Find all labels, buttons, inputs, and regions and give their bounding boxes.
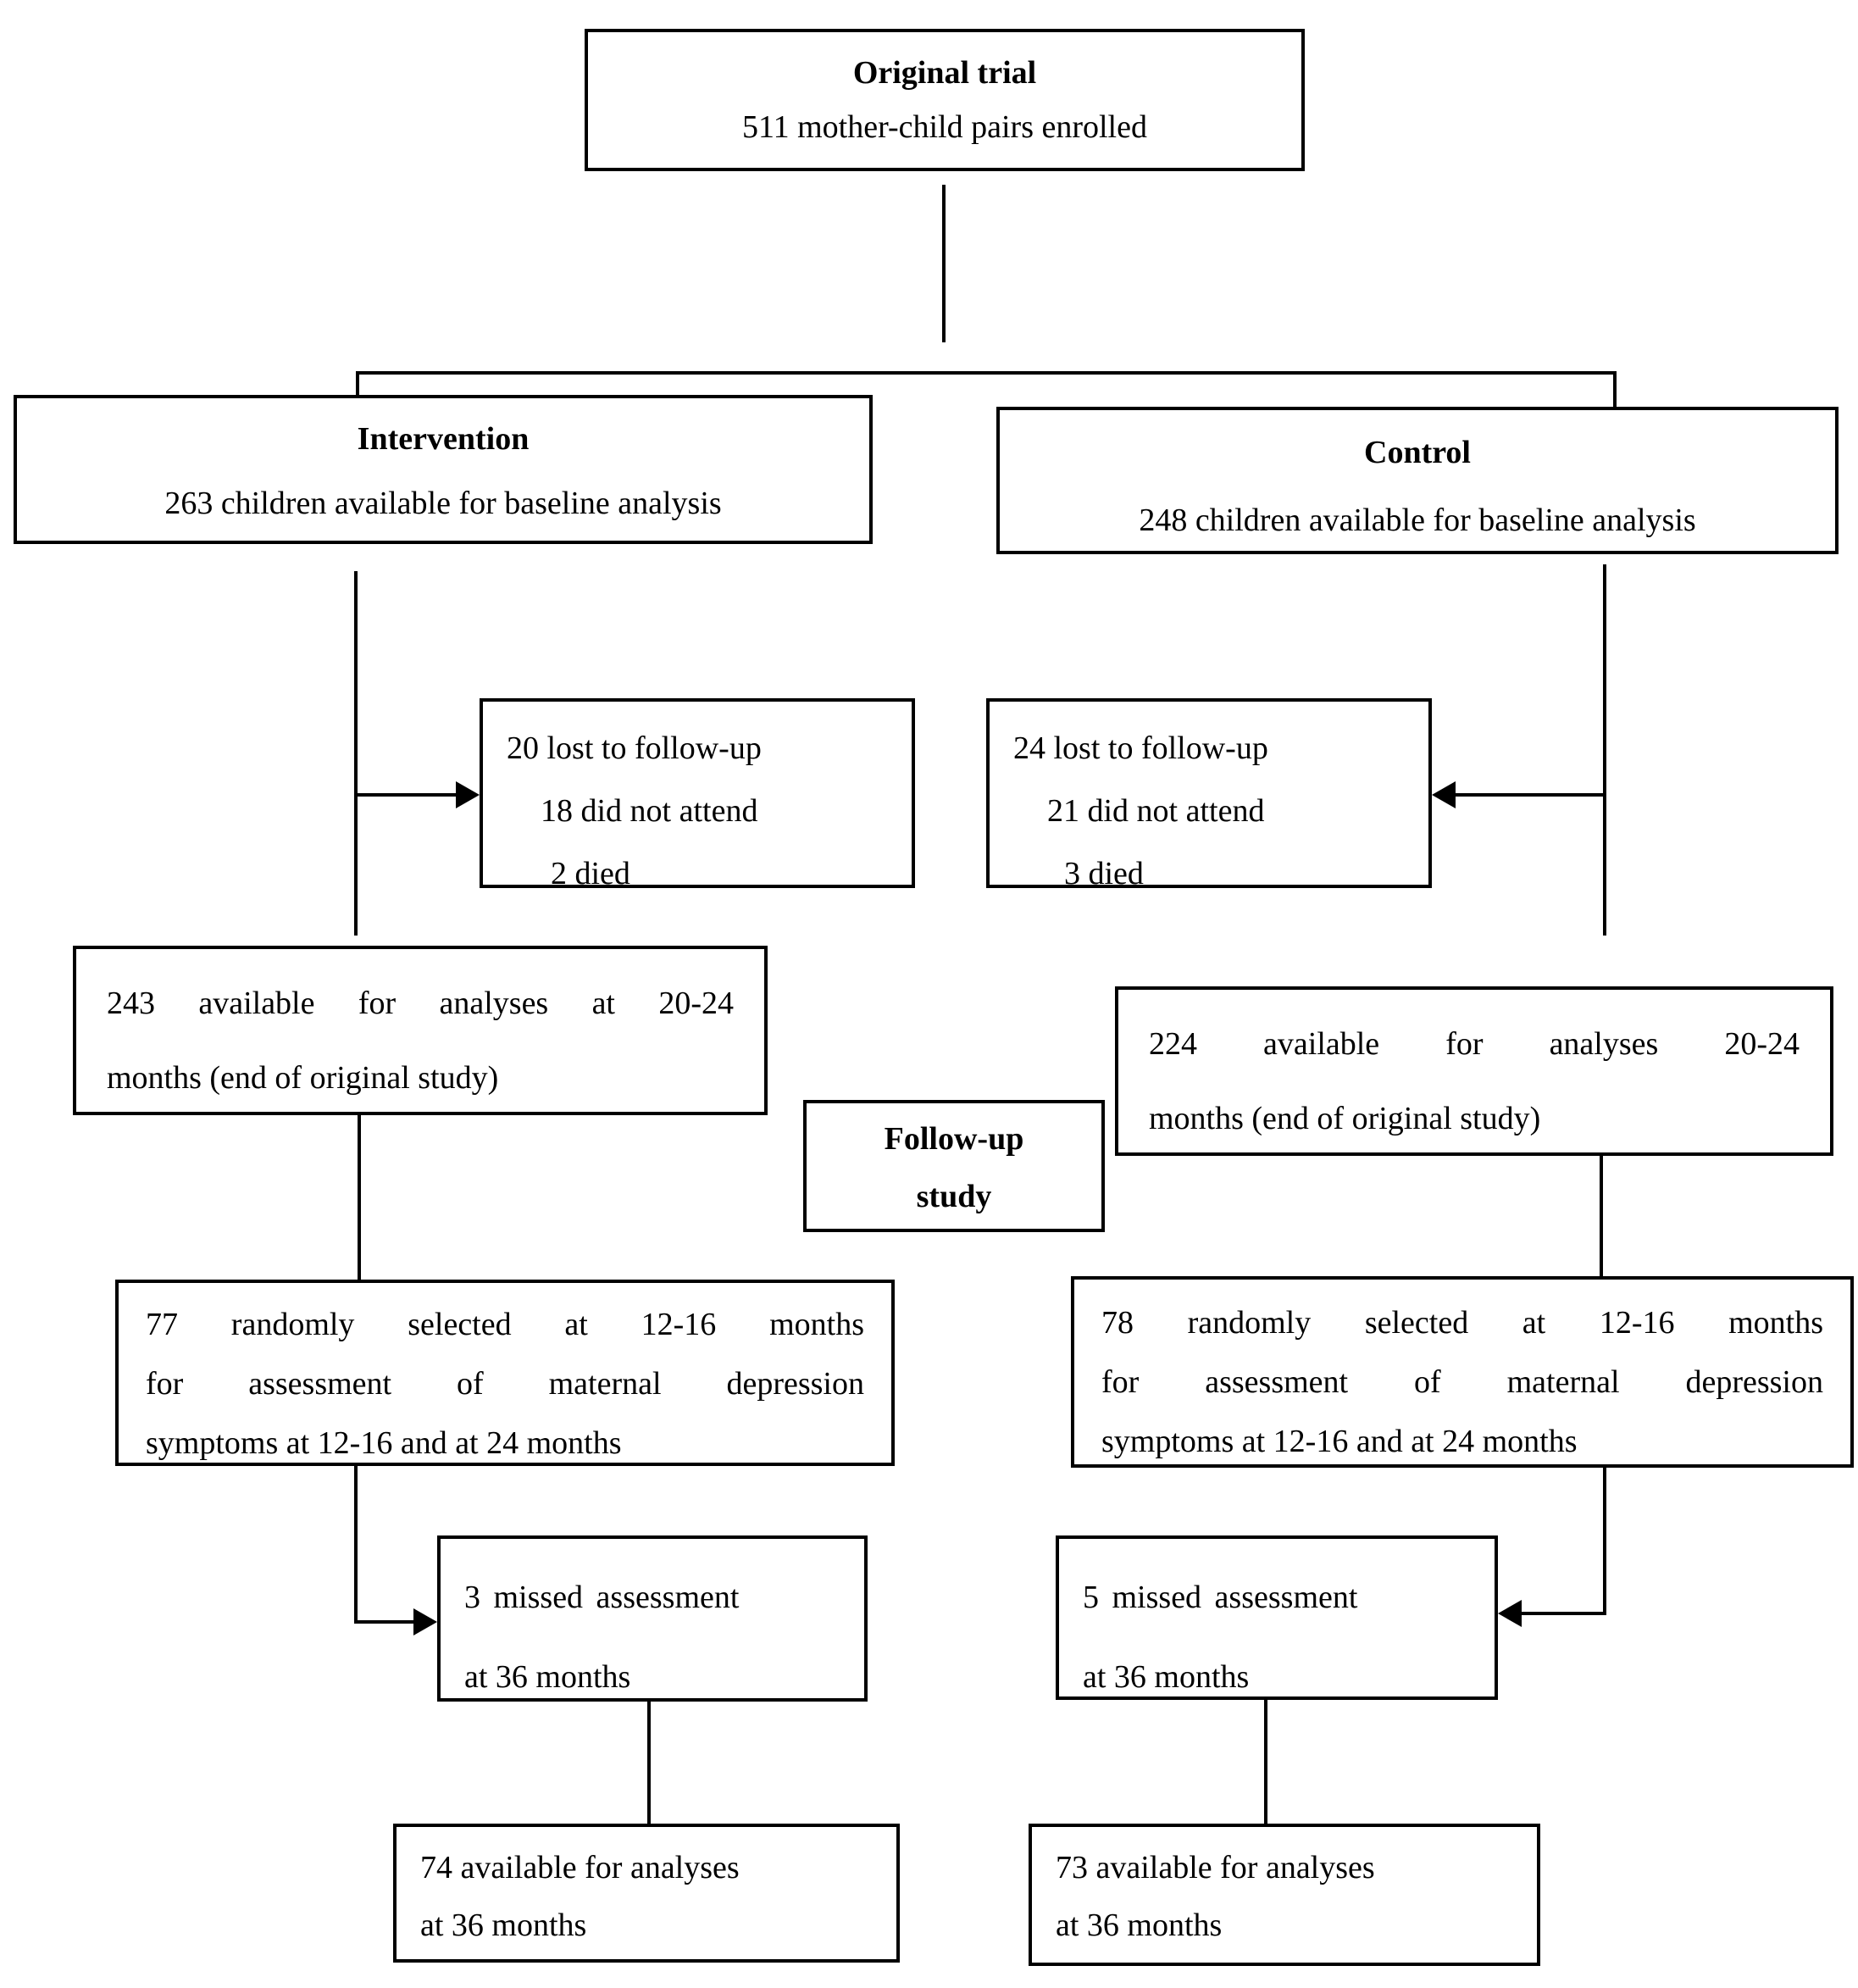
- node-original-trial-title: Original trial: [852, 55, 1037, 91]
- node-intervention: Intervention 263 children available for …: [14, 395, 873, 544]
- node-available-36-intervention-line2: at 36 months: [420, 1907, 587, 1943]
- arrowhead-lost-intervention-icon: [456, 781, 480, 808]
- node-original-trial-subtitle: 511 mother-child pairs enrolled: [742, 109, 1147, 145]
- node-lost-control-line3: 3 died: [1064, 856, 1144, 891]
- node-followup-study-line1: Follow-up: [884, 1121, 1024, 1157]
- connector-78-elbow-vertical: [1603, 1468, 1606, 1615]
- node-missed-intervention-line2: at 36 months: [464, 1659, 631, 1695]
- node-selected-control-line1: 78 randomly selected at 12-16 months: [1101, 1305, 1823, 1341]
- node-selected-control-line3: symptoms at 12-16 and at 24 months: [1101, 1424, 1578, 1459]
- connector-branch-line: [356, 371, 1617, 375]
- connector-77-elbow-horizontal: [354, 1620, 415, 1624]
- node-lost-control-line1: 24 lost to follow-up: [1013, 730, 1268, 766]
- node-missed-control-line2: at 36 months: [1083, 1659, 1250, 1695]
- connector-branch-right-drop: [1613, 371, 1617, 408]
- connector-224-to-78: [1600, 1156, 1603, 1276]
- connector-missed5-to-73: [1264, 1700, 1267, 1824]
- node-control-subtitle: 248 children available for baseline anal…: [1139, 503, 1696, 538]
- node-intervention-subtitle: 263 children available for baseline anal…: [164, 486, 722, 521]
- node-available-36-control-line2: at 36 months: [1056, 1907, 1223, 1943]
- node-available-2024-intervention: 243 available for analyses at 20-24 mont…: [73, 946, 768, 1115]
- node-selected-control: 78 randomly selected at 12-16 months for…: [1071, 1276, 1854, 1468]
- node-selected-intervention-line3: symptoms at 12-16 and at 24 months: [146, 1425, 622, 1461]
- connector-missed3-to-74: [647, 1702, 651, 1824]
- connector-78-elbow-horizontal: [1520, 1612, 1606, 1615]
- connector-intervention-rail: [354, 571, 358, 936]
- node-missed-control-line1: 5 missed assessment: [1083, 1580, 1358, 1615]
- node-available-36-control: 73 available for analyses at 36 months: [1029, 1824, 1540, 1966]
- connector-control-rail: [1603, 564, 1606, 936]
- node-intervention-title: Intervention: [357, 421, 530, 457]
- node-available-2024-intervention-line1: 243 available for analyses at 20-24: [107, 986, 734, 1021]
- node-lost-control-line2: 21 did not attend: [1047, 793, 1265, 829]
- node-selected-intervention: 77 randomly selected at 12-16 months for…: [115, 1280, 895, 1466]
- connector-branch-left-drop: [356, 371, 359, 397]
- arrowhead-missed-control-icon: [1498, 1600, 1522, 1627]
- connector-arrow-lost-intervention: [358, 793, 459, 797]
- node-lost-control: 24 lost to follow-up 21 did not attend 3…: [986, 698, 1432, 891]
- node-available-36-intervention: 74 available for analyses at 36 months: [393, 1824, 900, 1963]
- connector-243-to-77: [358, 1115, 361, 1280]
- node-available-2024-intervention-line2: months (end of original study): [107, 1060, 499, 1096]
- arrowhead-lost-control-icon: [1432, 781, 1456, 808]
- node-followup-study: Follow-up study: [803, 1100, 1105, 1232]
- node-missed-control: 5 missed assessment at 36 months: [1056, 1535, 1498, 1700]
- node-control-title: Control: [1364, 435, 1471, 470]
- node-lost-intervention-line1: 20 lost to follow-up: [507, 730, 762, 766]
- node-available-36-control-line1: 73 available for analyses: [1056, 1850, 1375, 1885]
- connector-original-stem: [942, 185, 946, 342]
- node-selected-control-line2: for assessment of maternal depression: [1101, 1364, 1823, 1400]
- node-missed-intervention-line1: 3 missed assessment: [464, 1580, 740, 1615]
- node-available-2024-control: 224 available for analyses 20-24 months …: [1115, 986, 1833, 1156]
- node-selected-intervention-line2: for assessment of maternal depression: [146, 1366, 864, 1402]
- node-lost-intervention: 20 lost to follow-up 18 did not attend 2…: [480, 698, 915, 891]
- node-followup-study-line2: study: [916, 1179, 992, 1214]
- arrowhead-missed-intervention-icon: [413, 1608, 437, 1635]
- node-available-2024-control-line2: months (end of original study): [1149, 1101, 1541, 1136]
- node-lost-intervention-line3: 2 died: [551, 856, 630, 891]
- connector-77-elbow-vertical: [354, 1466, 358, 1624]
- node-lost-intervention-line2: 18 did not attend: [541, 793, 758, 829]
- node-available-2024-control-line1: 224 available for analyses 20-24: [1149, 1026, 1800, 1062]
- node-control: Control 248 children available for basel…: [996, 407, 1839, 554]
- node-original-trial: Original trial 511 mother-child pairs en…: [585, 29, 1305, 171]
- node-available-36-intervention-line1: 74 available for analyses: [420, 1850, 740, 1885]
- connector-arrow-lost-control: [1454, 793, 1606, 797]
- node-missed-intervention: 3 missed assessment at 36 months: [437, 1535, 868, 1702]
- node-selected-intervention-line1: 77 randomly selected at 12-16 months: [146, 1307, 864, 1342]
